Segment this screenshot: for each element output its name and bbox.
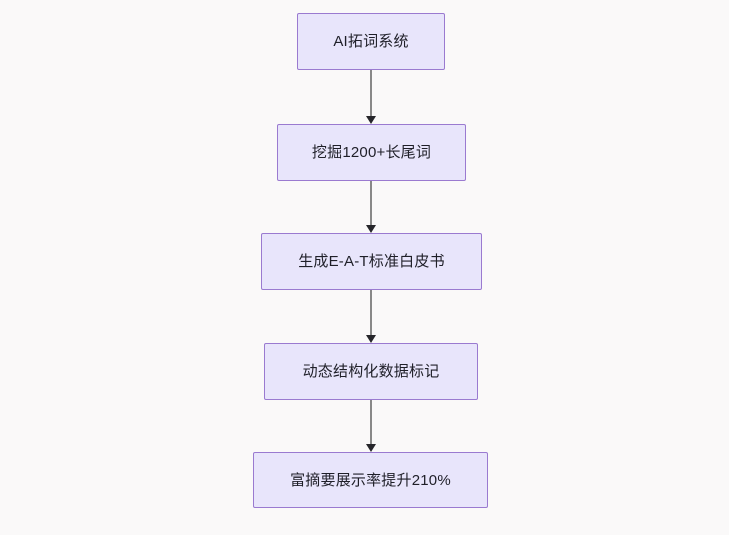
arrowhead-down-icon (366, 444, 376, 452)
flowchart-node-2-label: 挖掘1200+长尾词 (311, 144, 432, 161)
flowchart-connector-2-3 (362, 181, 380, 233)
arrowhead-down-icon (366, 116, 376, 124)
connector-shaft (370, 181, 372, 226)
flowchart-connector-1-2 (362, 70, 380, 124)
connector-shaft (370, 290, 372, 336)
flowchart-node-5[interactable]: 富摘要展示率提升210% (253, 452, 488, 508)
flowchart-node-3-label: 生成E-A-T标准白皮书 (298, 253, 445, 270)
connector-shaft (370, 70, 372, 117)
arrowhead-down-icon (366, 335, 376, 343)
flowchart-connector-3-4 (362, 290, 380, 343)
flowchart-node-4-label: 动态结构化数据标记 (302, 363, 440, 380)
flowchart-connector-4-5 (362, 400, 380, 452)
connector-shaft (370, 400, 372, 445)
flowchart-node-4[interactable]: 动态结构化数据标记 (264, 343, 478, 400)
arrowhead-down-icon (366, 225, 376, 233)
flowchart-node-5-label: 富摘要展示率提升210% (290, 471, 451, 489)
flowchart-node-1[interactable]: AI拓词系统 (297, 13, 445, 70)
flowchart-node-2[interactable]: 挖掘1200+长尾词 (277, 124, 466, 181)
flowchart-node-3[interactable]: 生成E-A-T标准白皮书 (261, 233, 482, 290)
flowchart-node-1-label: AI拓词系统 (333, 33, 409, 50)
